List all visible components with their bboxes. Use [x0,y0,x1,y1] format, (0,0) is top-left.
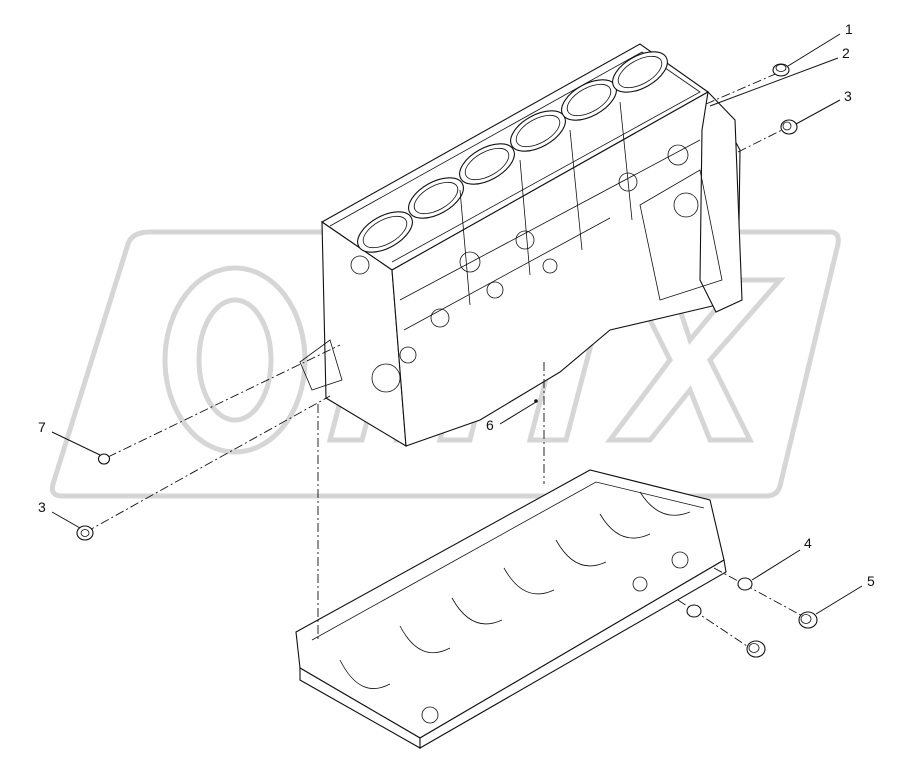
callout-3-lower: 3 [38,499,46,515]
part-3-plug-upper [780,119,798,135]
bearing-saddles [339,491,691,689]
part-7-plug [97,453,111,465]
callout-labels: 1 2 3 3 4 5 6 7 [38,21,875,589]
block-side-features [299,101,723,393]
callout-7: 7 [38,419,46,435]
assembly-centerlines [85,71,807,649]
callout-6: 6 [486,417,494,433]
part-5-plug-a [798,611,818,629]
callout-1: 1 [845,21,853,37]
callout-3-upper: 3 [844,88,852,104]
part-4-seal-ring-a [737,577,753,591]
callout-2: 2 [842,45,850,61]
callout-5: 5 [867,573,875,589]
callout-4: 4 [804,535,812,551]
leader-lines [51,33,863,615]
cylinder-bores [357,51,668,253]
part-4-seal-ring-b [686,604,702,618]
part-3-plug-lower [76,525,94,541]
cylinder-block [299,43,743,448]
part-1-plug [772,63,790,77]
bedplate [295,469,727,749]
part-5-plug-b [746,640,766,658]
